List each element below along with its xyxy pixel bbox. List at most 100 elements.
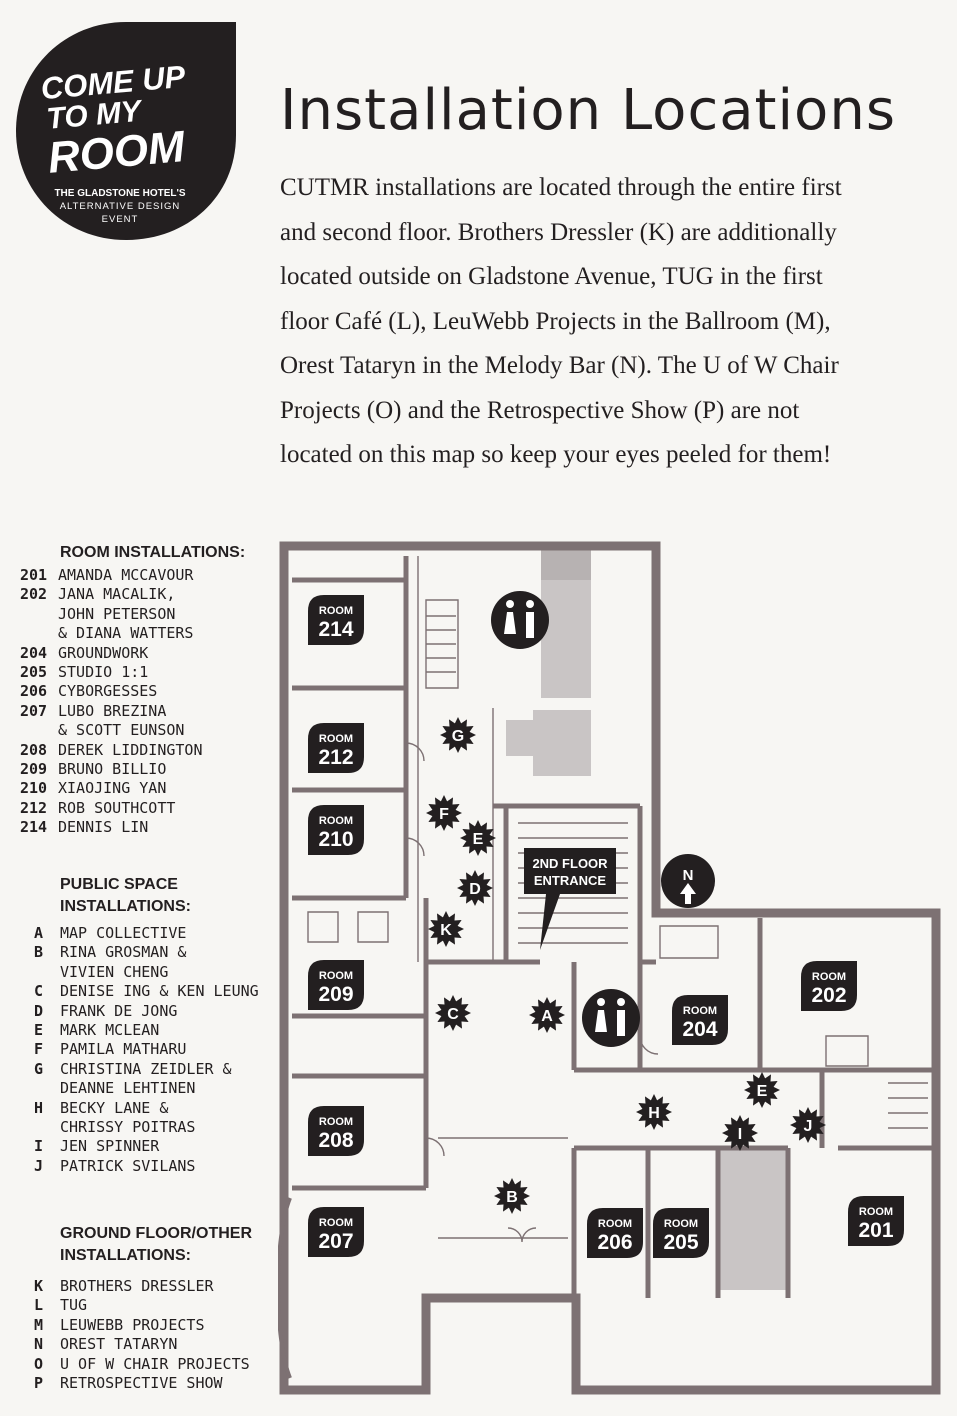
room-badge-word: ROOM (319, 1217, 353, 1229)
logo-badge (16, 22, 236, 240)
shaded-area (506, 720, 591, 756)
marker-letter: I (738, 1126, 742, 1143)
installation-marker: J (790, 1107, 826, 1143)
intro-line: Orest Tataryn in the Melody Bar (N). The… (280, 352, 839, 379)
legend-name: RINA GROSMAN & (60, 943, 187, 962)
room-badge-number: 209 (318, 983, 353, 1006)
legend-code: I (34, 1137, 44, 1156)
room-badges: ROOM214ROOM212ROOM210ROOM209ROOM208ROOM2… (308, 595, 904, 1258)
installation-marker: C (435, 995, 471, 1031)
north-badge (661, 854, 715, 908)
room-badge-number: 201 (858, 1219, 893, 1242)
legend-code: G (34, 1059, 44, 1078)
legend-name: MARK MCLEAN (60, 1021, 160, 1040)
legend-row: G CHRISTINA ZEIDLER & (20, 1060, 280, 1079)
legend-name: OREST TATARYN (60, 1335, 178, 1354)
north-arrow (680, 883, 696, 904)
room-badge-word: ROOM (319, 605, 353, 617)
restroom-figure (506, 600, 514, 608)
entrance-line-2: ENTRANCE (534, 873, 607, 888)
legend-code: 204 (20, 643, 48, 662)
marker-letter: B (506, 1189, 518, 1206)
legend-code: P (34, 1374, 44, 1393)
restroom-figure (526, 600, 534, 608)
installation-marker: D (457, 870, 493, 906)
restroom-figure (597, 998, 605, 1006)
page-title: Installation Locations (280, 78, 896, 143)
bay-window (278, 1197, 292, 1379)
intro-paragraph: CUTMR installations are located through … (280, 166, 930, 478)
legend-code (20, 1079, 60, 1098)
installation-marker: F (426, 795, 462, 831)
legend-code: D (34, 1001, 44, 1020)
room-badge-shape (672, 995, 728, 1045)
legend-name: CHRISTINA ZEIDLER & (60, 1059, 232, 1078)
room-badge-shape (848, 1196, 904, 1246)
legend-name: STUDIO 1:1 (58, 663, 149, 682)
legend-name: AMANDA MCCAVOUR (58, 566, 194, 584)
legend-code: K (34, 1277, 44, 1295)
legend-name: & SCOTT EUNSON (58, 721, 185, 740)
room-badge-shape (653, 1208, 709, 1258)
door-arc (405, 742, 425, 762)
room-badge-number: 207 (318, 1230, 353, 1253)
starburst-icon (460, 820, 496, 856)
legend-row: JOHN PETERSON (20, 605, 280, 624)
marker-letter: G (452, 728, 464, 745)
legend-code: E (34, 1021, 44, 1040)
room-badge-number: 205 (663, 1231, 698, 1254)
legend-name: BECKY LANE & (60, 1098, 169, 1117)
installation-marker: B (494, 1178, 530, 1214)
door-arc (425, 1137, 445, 1157)
legend-name: DEANNE LEHTINEN (60, 1079, 196, 1098)
legend-code: 214 (20, 818, 48, 837)
legend-name: MAP COLLECTIVE (60, 924, 187, 942)
legend-name: DENNIS LIN (58, 818, 149, 837)
public-space-heading: PUBLIC SPACE (60, 876, 178, 893)
legend-code: 202 (20, 585, 48, 604)
legend-code (20, 721, 58, 740)
come-up-to-my-room-logo: COME UP TO MY ROOM THE GLADSTONE HOTEL'S… (16, 22, 236, 240)
legend-name: CHRISSY POITRAS (60, 1118, 196, 1137)
legend-code: A (34, 924, 44, 942)
room-badge-shape (308, 1207, 364, 1257)
legend-code: J (34, 1156, 44, 1175)
legend-row: VIVIEN CHENG (20, 963, 280, 982)
room-badge-word: ROOM (859, 1206, 893, 1218)
legend-code: 208 (20, 740, 48, 759)
starburst-icon (426, 795, 462, 831)
door-arc (639, 1035, 659, 1055)
legend-code: 209 (20, 760, 48, 779)
starburst-icon (440, 717, 476, 753)
room-installations-heading: ROOM INSTALLATIONS: (60, 544, 246, 561)
legend-row: & DIANA WATTERS (20, 624, 280, 643)
door-arc (405, 837, 425, 857)
legend-name: ROB SOUTHCOTT (58, 798, 176, 817)
legend-code: M (34, 1315, 44, 1334)
room-badge-shape (801, 961, 857, 1011)
legend-row: CHRISSY POITRAS (20, 1118, 280, 1137)
floor-plan-map: ROOM214ROOM212ROOM210ROOM209ROOM208ROOM2… (278, 541, 941, 1395)
legend-name: DEREK LIDDINGTON (58, 740, 203, 759)
marker-letter: E (757, 1083, 768, 1100)
room-badge-number: 210 (318, 828, 353, 851)
intro-line: located on this map so keep your eyes pe… (280, 441, 832, 468)
installation-marker: K (428, 911, 464, 947)
intro-line: floor Café (L), LeuWebb Projects in the … (280, 307, 831, 335)
